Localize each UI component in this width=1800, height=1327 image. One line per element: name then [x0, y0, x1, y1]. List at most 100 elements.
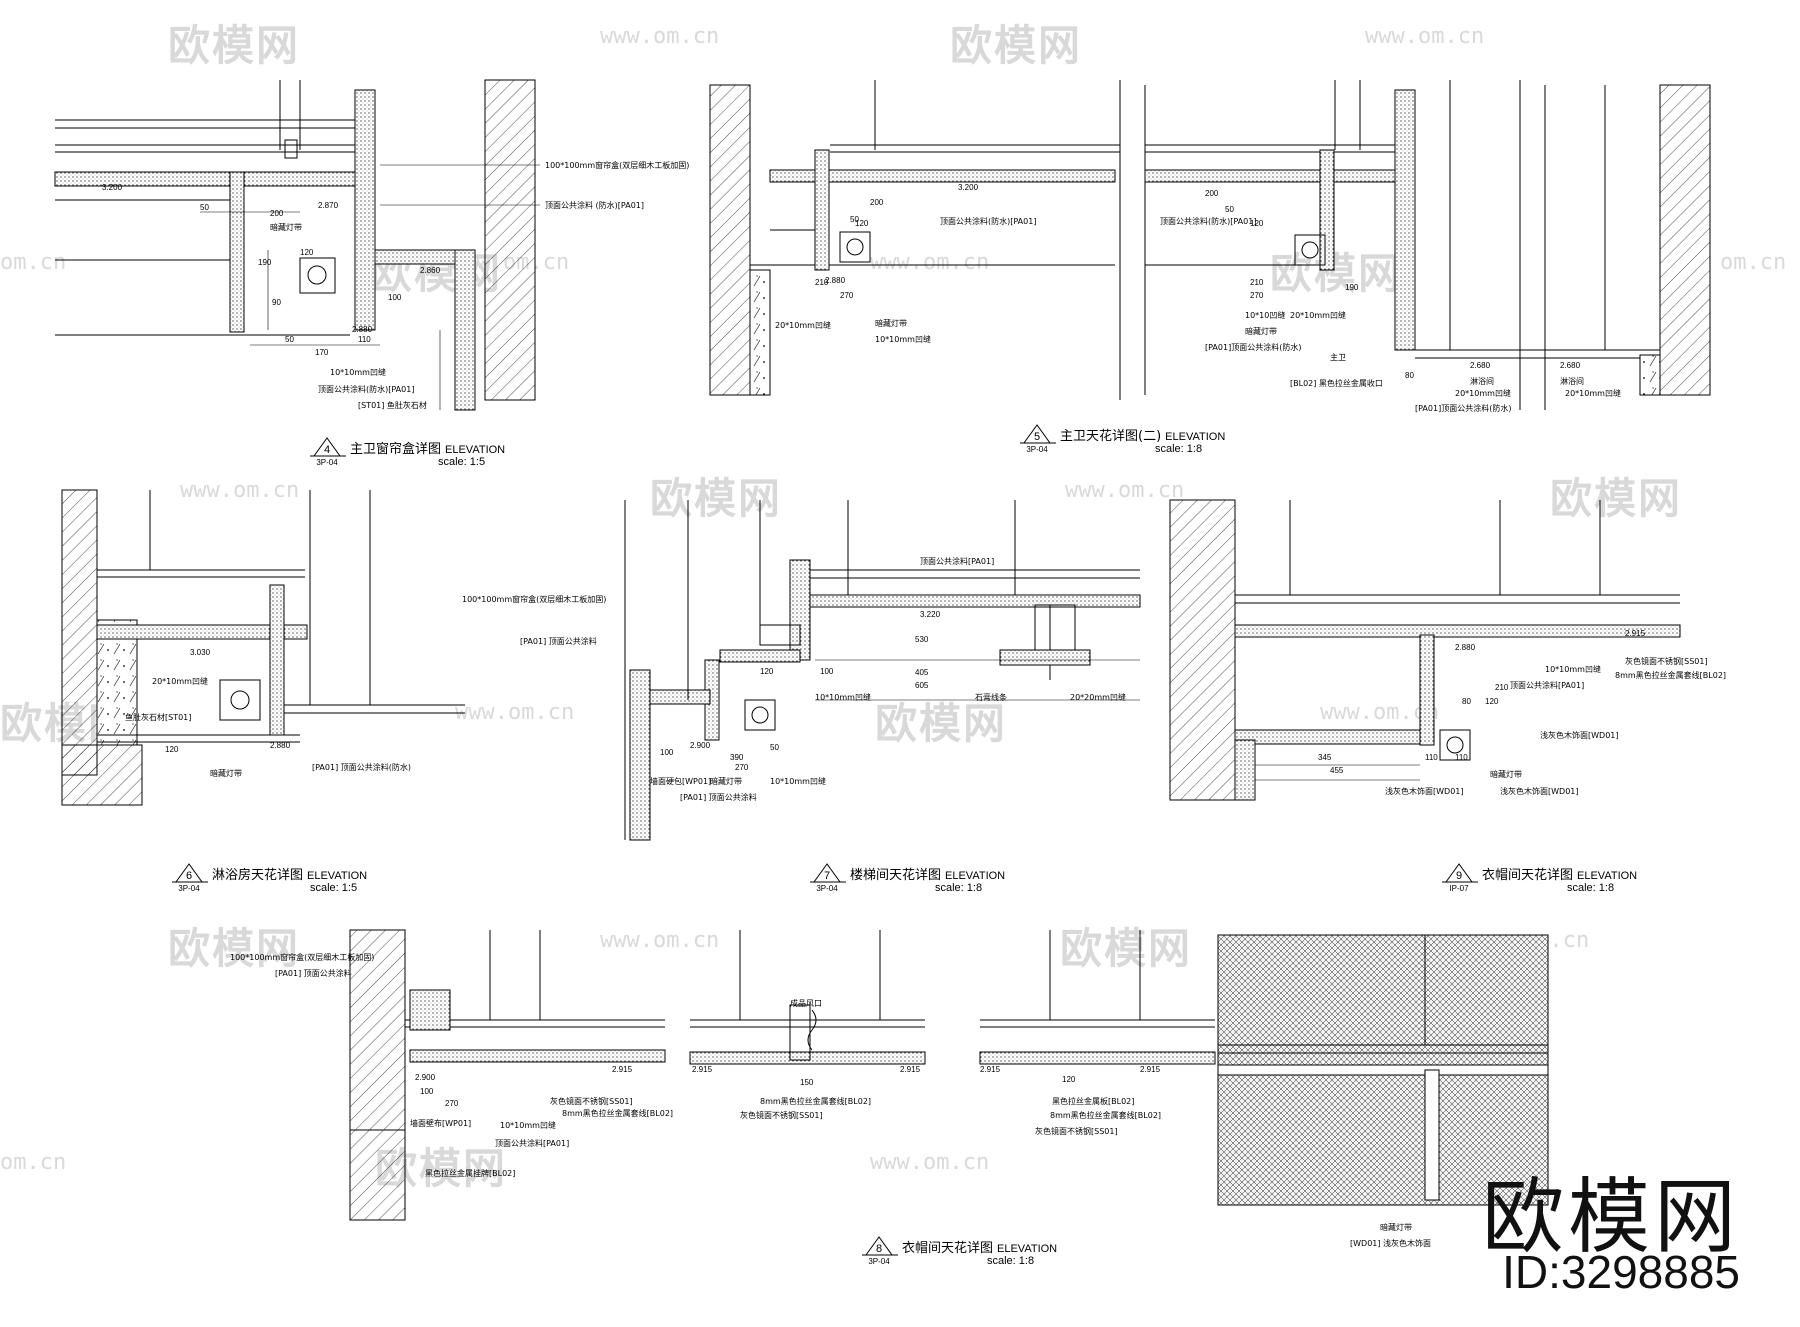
- detail-5-note: 暗藏灯带: [1245, 327, 1277, 336]
- sheet-ref: 3P-04: [316, 458, 338, 467]
- detail-title: 主卫窗帘盒详图: [350, 442, 442, 457]
- dim-text: 390: [730, 753, 744, 762]
- detail-6-note: 暗藏灯带: [210, 769, 242, 778]
- dim-text: 110: [1455, 753, 1468, 762]
- detail-8-dimensions: 2.900 100 270 2.915 2.915 2.915 150 2.91…: [415, 1065, 1161, 1108]
- dim-text: 210: [815, 278, 829, 287]
- detail-8-note: 顶面公共涂料[PA01]: [495, 1139, 570, 1148]
- dim-text: 110: [1425, 753, 1438, 762]
- detail-5-note: 10*10凹缝: [1245, 311, 1286, 320]
- dim-text: 605: [915, 681, 929, 690]
- detail-6-note: [PA01] 顶面公共涂料(防水): [312, 763, 411, 772]
- watermark-logo: 欧模网: [950, 21, 1083, 70]
- detail-8-note: 墙面壁布[WP01]: [410, 1119, 472, 1128]
- dim-text: 200: [870, 198, 884, 207]
- dim-text: 2.870: [318, 201, 339, 210]
- detail-5-note: [PA01]顶面公共涂料(防水): [1205, 343, 1302, 352]
- section-marker-icon: [1020, 424, 1056, 444]
- dim-text: 405: [915, 668, 929, 677]
- section-marker-icon: [862, 1236, 898, 1256]
- detail-title: 衣帽间天花详图: [1482, 868, 1574, 883]
- scale-label: scale: 1:5: [310, 882, 358, 894]
- watermark-url: www.om.cn: [870, 1150, 990, 1175]
- detail-5-note: [BL02] 黑色拉丝金属收口: [1290, 379, 1383, 388]
- detail-8-drawing: [349, 929, 1549, 1221]
- detail-7-note: 20*20mm凹缝: [1070, 693, 1126, 702]
- dim-text: 200: [1205, 189, 1219, 198]
- scale-label: scale: 1:8: [1567, 882, 1615, 894]
- watermark-url: www.om.cn: [600, 24, 720, 49]
- dim-text: 3.200: [958, 183, 979, 192]
- dim-text: 170: [315, 348, 329, 357]
- dim-text: 2.880: [352, 325, 373, 334]
- detail-9-note: 浅灰色木饰面[WD01]: [1540, 731, 1619, 740]
- dim-text: 80: [1405, 371, 1414, 380]
- detail-7-note: 石膏线条: [975, 693, 1007, 702]
- dim-text: 200: [270, 209, 284, 218]
- scale-label: scale: 1:8: [987, 1255, 1035, 1267]
- dim-text: 120: [855, 219, 869, 228]
- dim-text: 3.030: [190, 648, 211, 657]
- watermark-url: www.om.cn: [1065, 478, 1185, 503]
- watermark-logo: 欧模网: [875, 699, 1008, 748]
- detail-8-note: [PA01] 顶面公共涂料: [275, 969, 352, 978]
- dim-text: 3.200: [102, 183, 123, 192]
- dim-text: 2.880: [1455, 643, 1476, 652]
- detail-number: 5: [1033, 431, 1041, 443]
- watermark-url: www.om.cn: [870, 250, 990, 275]
- detail-9-note: 浅灰色木饰面[WD01]: [1500, 787, 1579, 796]
- dim-text: 50: [850, 215, 859, 224]
- detail-8-note: 成品风口: [790, 999, 822, 1008]
- detail-4-dimensions: 3.200 50 200 2.870 120 190 90 2.880 50 1…: [102, 183, 441, 357]
- dim-text: 50: [1225, 205, 1234, 214]
- detail-9-drawing: [1169, 499, 1681, 801]
- section-marker-icon: [310, 437, 346, 457]
- detail-4-note: 100*100mm窗帘盒(双层细木工板加固): [545, 161, 690, 170]
- detail-7-note: [PA01] 顶面公共涂料: [520, 637, 597, 646]
- detail-8-note: [WD01] 浅灰色木饰面: [1350, 1239, 1432, 1248]
- dim-text: 2.915: [980, 1065, 1001, 1074]
- detail-5-note: 20*10mm凹缝: [1290, 311, 1346, 320]
- detail-6-dimensions: 3.030 120 2.880: [165, 648, 291, 754]
- detail-5-note: 顶面公共涂料(防水)[PA01]: [940, 217, 1037, 226]
- dim-text: 110: [358, 335, 371, 344]
- dim-text: 2.680: [1470, 361, 1491, 370]
- dim-text: 2.915: [1140, 1065, 1161, 1074]
- dim-text: 100: [660, 748, 674, 757]
- dim-text: 100: [420, 1087, 434, 1096]
- watermark-logo: 欧模网: [1550, 474, 1683, 523]
- detail-8-note: 8mm黑色拉丝金属套线[BL02]: [562, 1109, 674, 1118]
- dim-text: 120: [1485, 697, 1499, 706]
- scale-label: scale: 1:5: [438, 456, 486, 468]
- detail-7-note: [PA01] 顶面公共涂料: [680, 793, 757, 802]
- detail-9-note: 浅灰色木饰面[WD01]: [1385, 787, 1464, 796]
- detail-4-note: 暗藏灯带: [270, 223, 302, 232]
- elevation-label: ELEVATION: [945, 870, 1006, 882]
- dim-text: 120: [300, 248, 314, 257]
- detail-5-note: 淋浴间: [1470, 377, 1494, 386]
- detail-7-note: 100*100mm窗帘盒(双层细木工板加固): [462, 595, 607, 604]
- sheet-ref: 3P-04: [178, 884, 200, 893]
- detail-number: 7: [823, 870, 831, 882]
- watermark-url: om.cn: [1720, 250, 1787, 275]
- watermark-url: om.cn: [0, 250, 67, 275]
- dim-text: 2.915: [612, 1065, 633, 1074]
- detail-number: 9: [1455, 870, 1463, 882]
- detail-6-note: 20*10mm凹缝: [152, 677, 208, 686]
- dim-text: 120: [1062, 1075, 1076, 1084]
- dim-text: 270: [840, 291, 854, 300]
- detail-4-drawing: [54, 79, 540, 411]
- elevation-label: ELEVATION: [1577, 870, 1638, 882]
- detail-8-note: 8mm黑色拉丝金属套线[BL02]: [760, 1097, 872, 1106]
- dim-text: 80: [1462, 697, 1471, 706]
- watermark-url: www.om.cn: [180, 478, 300, 503]
- brand-logo: 欧模网: [1481, 1170, 1740, 1265]
- detail-8-note: 灰色镜面不锈钢[SS01]: [740, 1111, 823, 1120]
- detail-title: 衣帽间天花详图: [902, 1241, 994, 1256]
- detail-5-note: [PA01]顶面公共涂料(防水): [1415, 404, 1512, 413]
- dim-text: 270: [735, 763, 749, 772]
- detail-8-note: 黑色拉丝金属挂牌[BL02]: [425, 1169, 516, 1178]
- detail-8-note: 100*100mm窗帘盒(双层细木工板加固): [230, 953, 375, 962]
- dim-text: 270: [445, 1099, 459, 1108]
